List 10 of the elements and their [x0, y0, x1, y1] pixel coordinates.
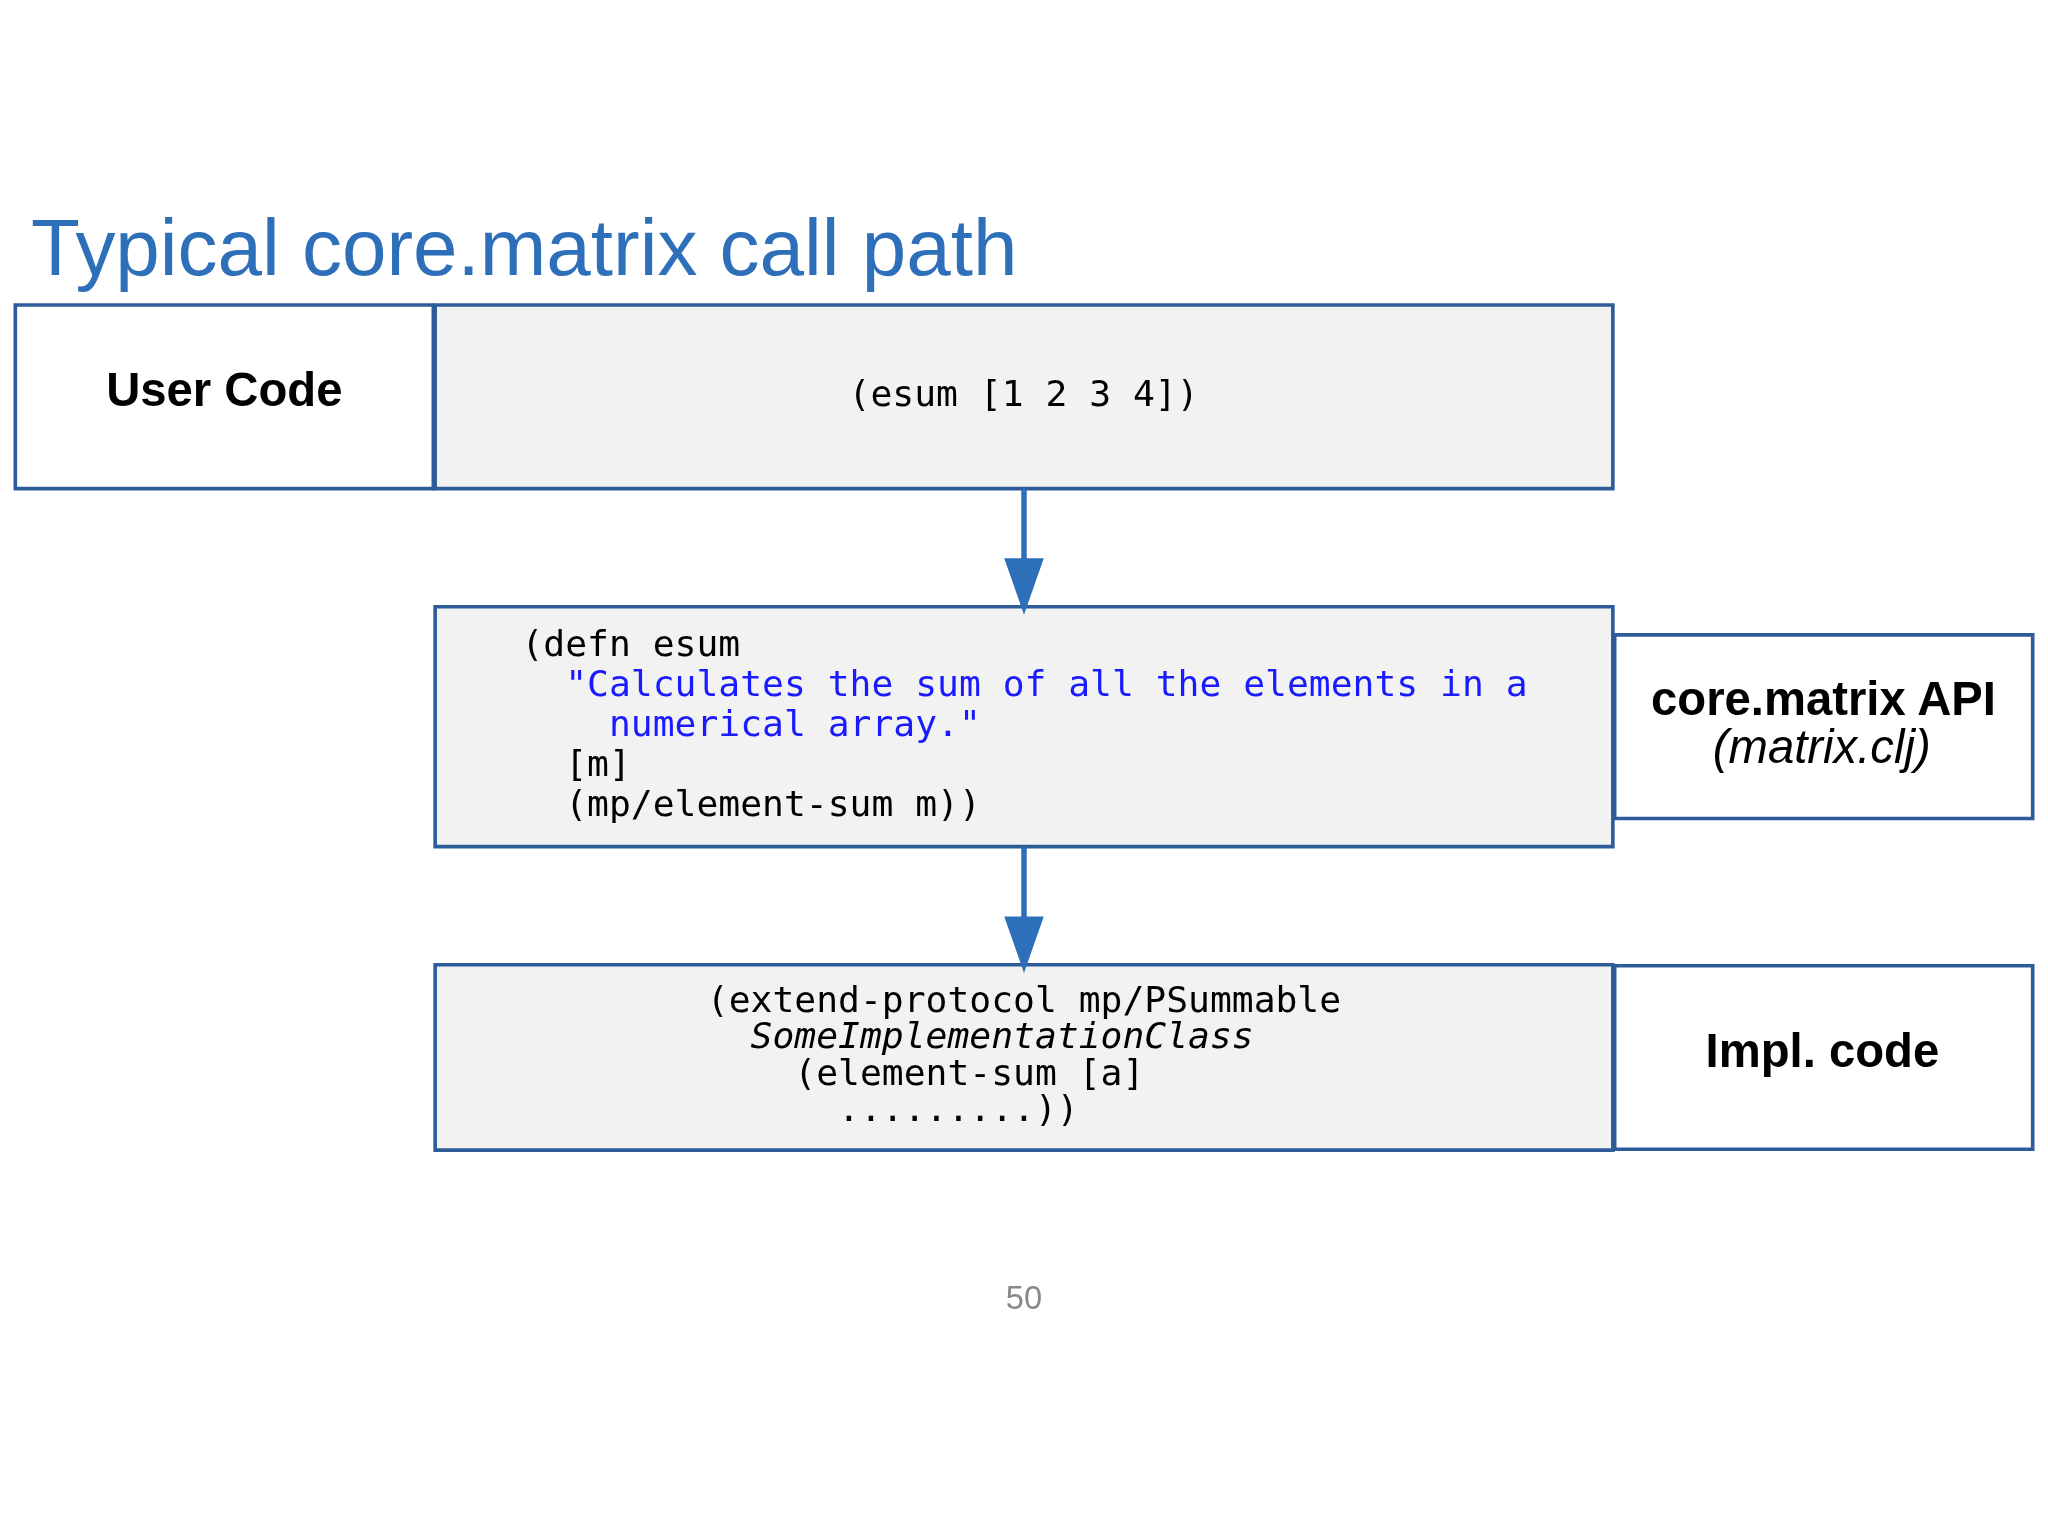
node-box: (esum [1 2 3 4]) [433, 302, 1615, 490]
diagram-title: Typical core.matrix call path [30, 202, 1018, 292]
node-box: User Code [13, 302, 436, 490]
arrow [1004, 846, 1044, 973]
arrow [1004, 488, 1044, 615]
label: 50 [1005, 1278, 1043, 1316]
node-box: (defn esum "Calculates the sum of all the elements in a numerical array." [m] (mp/element-sum m)) [433, 604, 1615, 848]
node-box: Impl. code [1612, 963, 2035, 1151]
node-box: core.matrix API (matrix.clj) [1612, 632, 2035, 820]
node-box: (extend-protocol mp/PSummable SomeImplementationClass (element-sum [a] .........)) [433, 962, 1615, 1152]
